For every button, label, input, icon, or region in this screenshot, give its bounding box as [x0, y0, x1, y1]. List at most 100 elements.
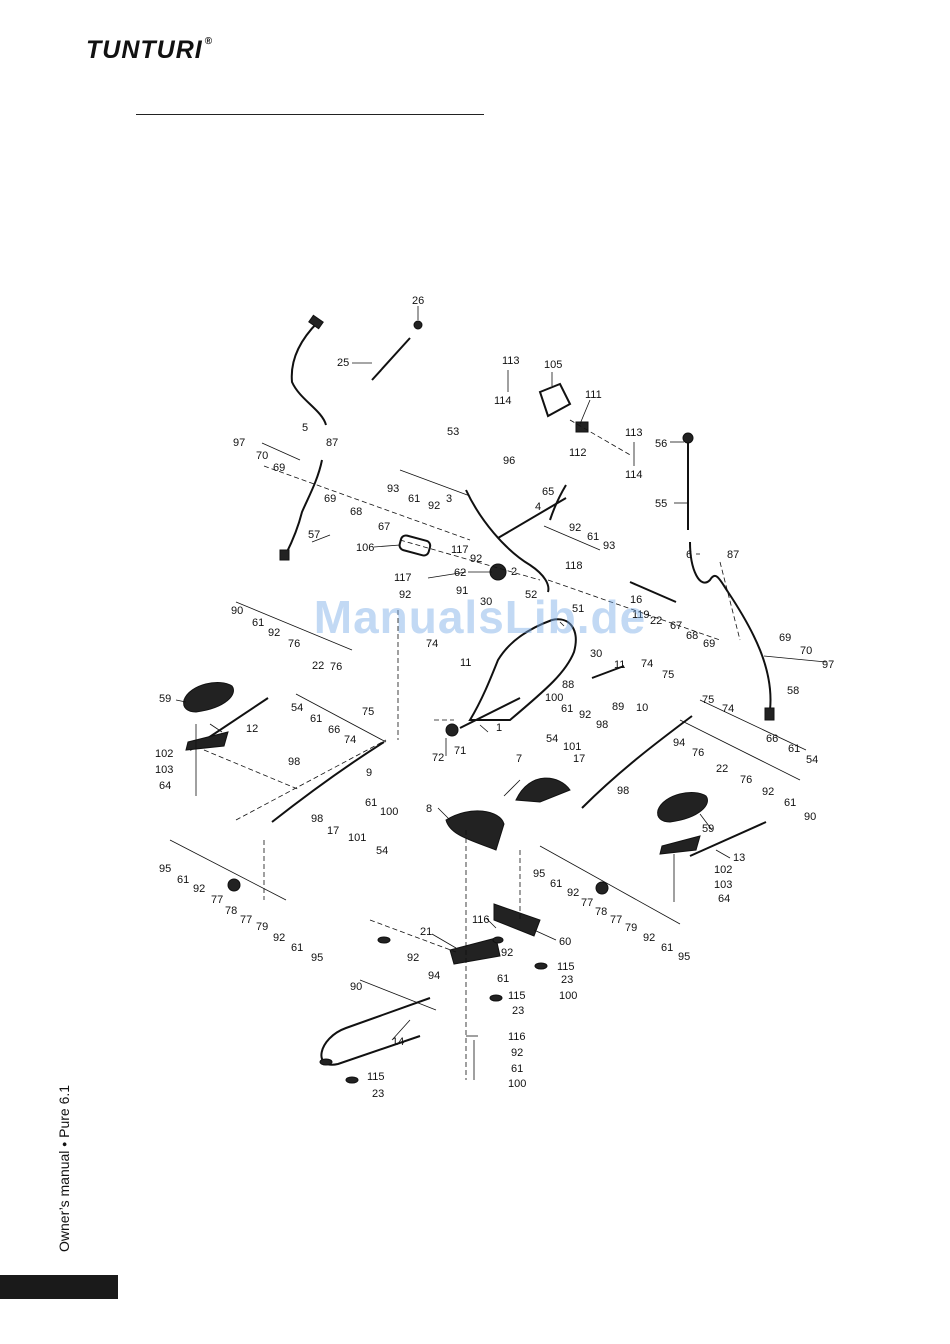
part-label: 96 [503, 455, 515, 467]
lead-stack-90c [359, 979, 437, 1011]
diagram-leader-lines [169, 306, 827, 1080]
part-label: 100 [545, 692, 563, 704]
dash-11 [235, 739, 387, 821]
lead-59b [699, 813, 713, 831]
part-label: 17 [573, 753, 585, 765]
part-label: 69 [273, 462, 285, 474]
part-label: 54 [291, 702, 303, 714]
diagram-canvas: 26 25 113 105 114 111 112 113 114 56 55 … [155, 295, 834, 1100]
part-cap-26 [413, 320, 423, 330]
manual-label: Owner’s manual [56, 1150, 72, 1252]
part-label: 79 [625, 922, 637, 934]
part-label: 61 [310, 713, 322, 725]
part-label: 115 [557, 961, 575, 973]
part-label: 13 [733, 852, 745, 864]
lead-117b [427, 571, 467, 579]
part-label: 52 [525, 589, 537, 601]
part-label: 76 [330, 661, 342, 673]
lead-21 [431, 933, 457, 949]
part-label: 22 [312, 660, 324, 672]
lead-97b [763, 655, 827, 663]
part-cylinder-106 [398, 534, 432, 557]
part-tube-25 [371, 337, 411, 381]
part-pedal-59-right [657, 792, 708, 823]
part-label: 9 [366, 767, 372, 779]
lead-1 [479, 724, 489, 733]
part-label: 17 [327, 825, 339, 837]
part-label: 66 [766, 733, 778, 745]
part-label: 23 [512, 1005, 524, 1017]
part-label: 65 [542, 486, 554, 498]
part-label: 77 [581, 897, 593, 909]
part-clip-112 [575, 421, 589, 433]
part-label: 97 [822, 659, 834, 671]
part-label: 117 [394, 572, 412, 584]
lead-116a [485, 917, 497, 929]
part-label: 26 [412, 295, 424, 307]
part-mast-2 [465, 489, 550, 593]
lead-14 [391, 1019, 411, 1041]
lead-7 [503, 779, 521, 797]
part-label: 92 [428, 500, 440, 512]
part-console-105 [538, 382, 572, 418]
part-label: 23 [561, 974, 573, 986]
part-label: 61 [291, 942, 303, 954]
part-label: 91 [456, 585, 468, 597]
part-label: 87 [727, 549, 739, 561]
watermark: ManualsLib.de [313, 591, 647, 643]
part-label: 112 [569, 447, 587, 459]
part-label: 89 [612, 701, 624, 713]
page-tab-bar [0, 1275, 118, 1299]
part-label: 78 [225, 905, 237, 917]
part-rear-stabilizer-14 [320, 997, 431, 1066]
part-label: 60 [559, 936, 571, 948]
part-label: 92 [567, 887, 579, 899]
lead-stack-54a [295, 693, 387, 743]
part-label: 100 [559, 990, 577, 1002]
part-cap-56 [682, 432, 694, 444]
part-bushing-71 [445, 723, 459, 737]
part-label: 94 [428, 970, 440, 982]
lead-12 [209, 723, 223, 733]
lead-106 [373, 544, 401, 548]
part-label: 54 [546, 733, 558, 745]
part-label: 67 [670, 620, 682, 632]
part-label: 77 [610, 914, 622, 926]
part-label: 61 [784, 797, 796, 809]
part-label: 69 [324, 493, 336, 505]
part-label: 5 [302, 422, 308, 434]
part-label: 61 [252, 617, 264, 629]
part-label: 61 [550, 878, 562, 890]
part-label: 76 [740, 774, 752, 786]
part-label: 64 [718, 893, 730, 905]
lead-stack-54c [699, 699, 807, 751]
part-pedal-arm-13 [689, 821, 767, 857]
part-label: 90 [231, 605, 243, 617]
part-label: 92 [193, 883, 205, 895]
part-label: 92 [511, 1047, 523, 1059]
part-label: 118 [565, 560, 583, 572]
part-label: 75 [362, 706, 374, 718]
part-label: 90 [804, 811, 816, 823]
diagram-assembly-lines [203, 419, 741, 1080]
part-label: 92 [470, 553, 482, 565]
part-label: 54 [376, 845, 388, 857]
separator-dot: • [56, 1141, 72, 1147]
part-front-foot-21 [449, 937, 501, 965]
part-label: 77 [240, 914, 252, 926]
part-label: 16 [630, 594, 642, 606]
part-bracket-right [659, 835, 701, 855]
part-label: 100 [508, 1078, 526, 1090]
part-label: 92 [579, 709, 591, 721]
part-label: 61 [587, 531, 599, 543]
part-label: 93 [603, 540, 615, 552]
part-label: 114 [494, 395, 512, 407]
part-bracket-left [185, 731, 229, 751]
part-label: 61 [365, 797, 377, 809]
part-label: 111 [585, 389, 602, 401]
part-label: 87 [326, 437, 338, 449]
part-label: 119 [632, 609, 650, 621]
part-label: 95 [678, 951, 690, 963]
part-label: 102 [714, 864, 732, 876]
part-label: 115 [508, 990, 526, 1002]
